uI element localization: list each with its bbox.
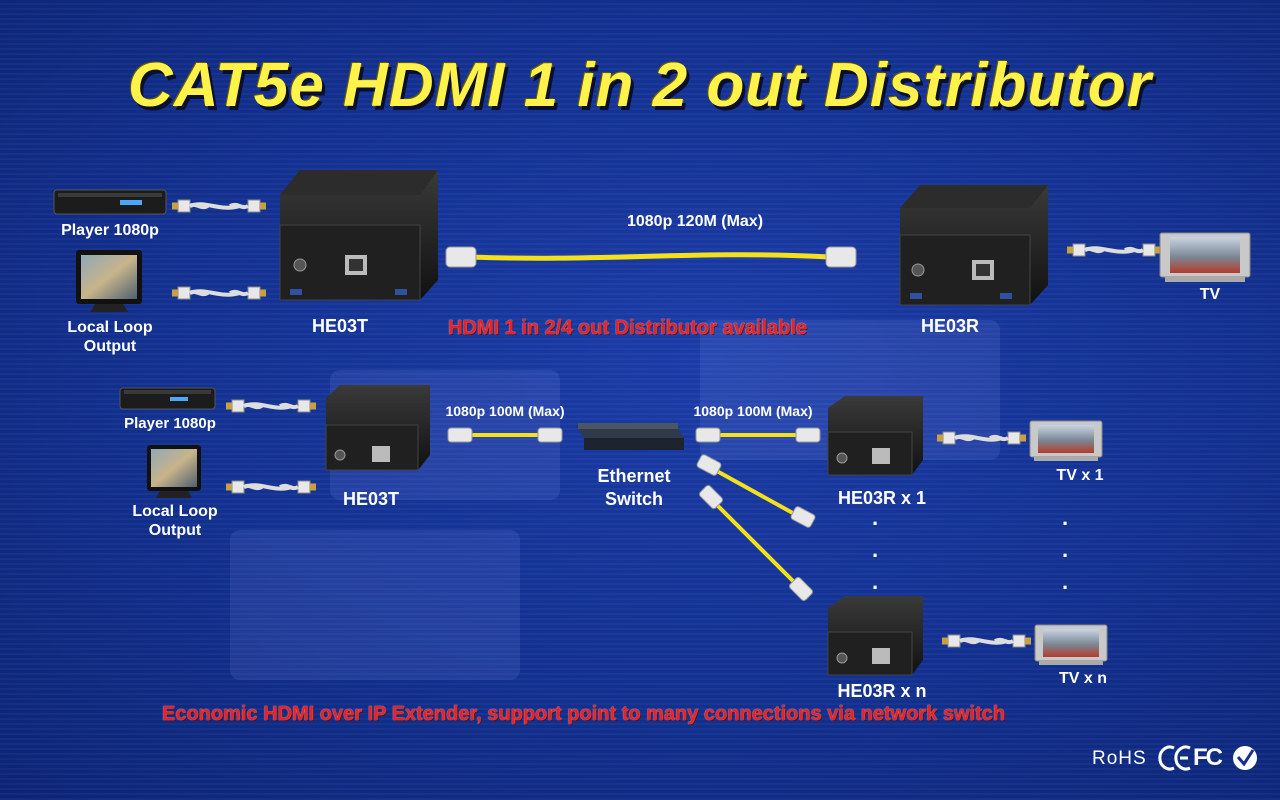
hdmi-cable [224, 479, 318, 495]
ellipsis-dot: . [1062, 537, 1069, 562]
tv-n [1034, 624, 1108, 665]
distributor-note: HDMI 1 in 2/4 out Distributor available [448, 317, 807, 339]
player-bottom [119, 387, 216, 410]
cat5e-cable-branch [696, 454, 816, 528]
tv-1 [1029, 420, 1103, 461]
ellipsis-dot: . [872, 505, 879, 530]
he03t-label-top: HE03T [311, 316, 369, 336]
rohs-mark: RoHS [1092, 748, 1147, 769]
ellipsis-dot: . [872, 569, 879, 594]
cat5e-cable-out [695, 427, 821, 443]
hdmi-cable [224, 398, 318, 414]
ce-mark [1158, 745, 1191, 771]
fcc-mark: FC [1193, 744, 1223, 771]
ethernet-switch [576, 423, 684, 450]
hdmi-cable [940, 633, 1033, 649]
ellipsis-dot: . [1062, 505, 1069, 530]
cat5e-cable-in [447, 427, 563, 443]
he03r-device-n [827, 596, 923, 676]
cat5e-cable-top [445, 246, 857, 268]
he03r-label-top: HE03R [920, 316, 980, 336]
loop-label-bottom: Local Loop Output [132, 503, 218, 539]
loop-label-top: Local Loop Output [67, 319, 153, 355]
tv-top [1159, 232, 1251, 282]
hdmi-cable [170, 198, 268, 214]
tv-1-label: TV x 1 [1056, 467, 1104, 484]
player-label-top: Player 1080p [61, 222, 159, 239]
he03t-device-bottom [325, 385, 430, 471]
hdmi-cable [935, 430, 1028, 446]
he03r-n-label: HE03R x n [837, 681, 927, 701]
player-top [53, 189, 167, 215]
he03r-device-1 [827, 396, 923, 476]
hdmi-cable [170, 285, 268, 301]
he03t-label-bottom: HE03T [342, 489, 400, 509]
switch-label: Ethernet Switch [597, 466, 671, 509]
ellipsis-dot: . [1062, 569, 1069, 594]
hdmi-cable [1065, 242, 1163, 258]
monitor-bottom [147, 445, 201, 498]
monitor-top [76, 250, 142, 312]
ellipsis-dot: . [872, 537, 879, 562]
link-out-label: 1080p 100M (Max) [693, 403, 813, 419]
tv-label-top: TV [1199, 286, 1221, 303]
link-in-label: 1080p 100M (Max) [445, 403, 565, 419]
footer-note: Economic HDMI over IP Extender, support … [162, 703, 1006, 725]
page-title: CAT5e HDMI 1 in 2 out Distributor [128, 51, 1152, 120]
he03r-1-label: HE03R x 1 [837, 488, 927, 508]
player-label-bottom: Player 1080p [124, 415, 216, 432]
cat5e-cable-branch [699, 485, 813, 601]
tv-n-label: TV x n [1058, 670, 1107, 687]
he03t-device-top [279, 170, 438, 301]
compliance-check-icon [1233, 746, 1257, 770]
link-label-top: 1080p 120M (Max) [626, 213, 764, 230]
he03r-device-top [899, 185, 1048, 306]
